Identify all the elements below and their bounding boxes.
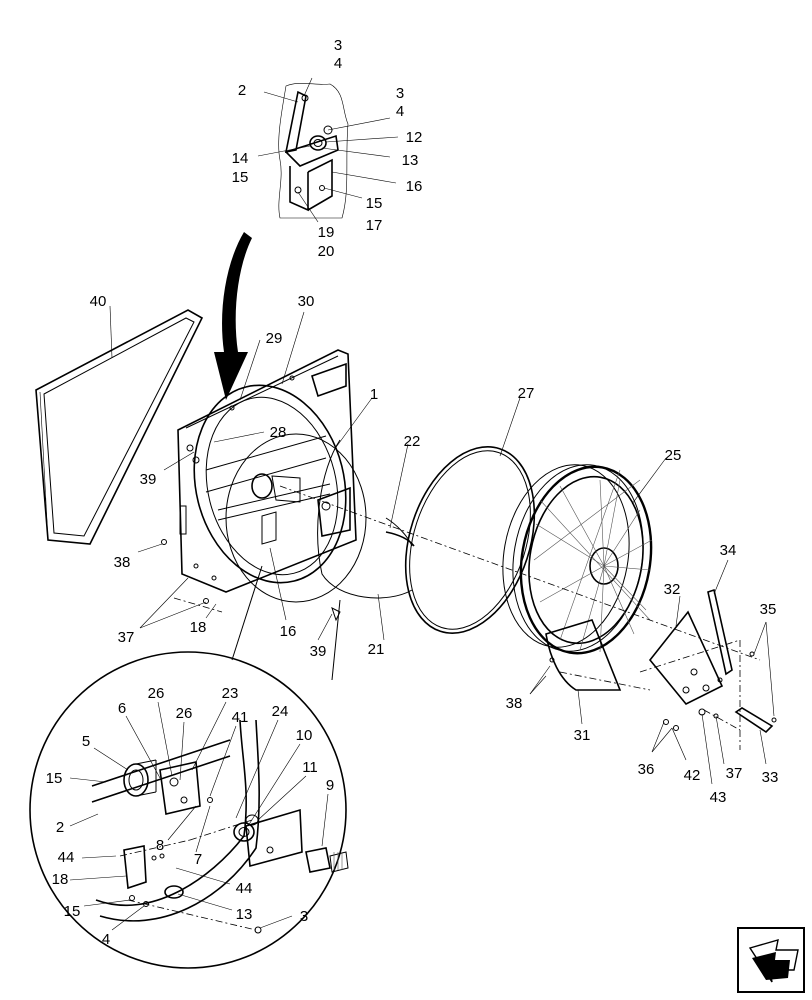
callout-8: 8 (156, 837, 164, 854)
callout-28: 28 (270, 424, 287, 441)
callout-29: 29 (266, 330, 283, 347)
detail-enlargement (29, 565, 349, 969)
view-direction-icon (737, 927, 805, 993)
callout-31: 31 (574, 727, 591, 744)
shroud-plate (177, 349, 357, 593)
callout-4-detail: 4 (102, 931, 110, 948)
flow-arrow-icon (214, 232, 252, 400)
callout-27: 27 (518, 385, 535, 402)
callout-37: 37 (118, 629, 135, 646)
callout-top-17: 17 (366, 217, 383, 234)
callout-18-detail: 18 (52, 871, 69, 888)
callout-1: 1 (370, 386, 378, 403)
callout-33: 33 (762, 769, 779, 786)
callout-5: 5 (82, 733, 90, 750)
callout-top-3b: 3 (396, 85, 404, 102)
detail-leaders (69, 701, 329, 931)
callout-41: 41 (232, 709, 249, 726)
callout-7: 7 (194, 851, 202, 868)
main-leaders (109, 305, 775, 785)
callout-25: 25 (665, 447, 682, 464)
screen-panel (35, 309, 204, 545)
callout-39: 39 (140, 471, 157, 488)
callout-23: 23 (222, 685, 239, 702)
callout-top-3: 3 (334, 37, 342, 54)
callout-18: 18 (190, 619, 207, 636)
callout-21: 21 (368, 641, 385, 658)
mount-plate (648, 610, 724, 706)
callout-26: 26 (148, 685, 165, 702)
callout-38b: 38 (506, 695, 523, 712)
callout-37b: 37 (726, 765, 743, 782)
seal-ring (404, 446, 536, 634)
callout-24: 24 (272, 703, 289, 720)
callout-11: 11 (302, 759, 318, 776)
callout-44b: 44 (236, 880, 253, 897)
callout-44: 44 (58, 849, 75, 866)
callout-10: 10 (296, 727, 313, 744)
callout-top-2: 2 (238, 82, 246, 99)
callout-3-detail: 3 (300, 908, 308, 925)
callout-16: 16 (280, 623, 297, 640)
callout-6: 6 (118, 700, 126, 717)
callout-top-19: 19 (318, 224, 335, 241)
callout-labels: 3 4 2 3 4 12 14 15 13 16 15 17 19 20 40 … (46, 37, 779, 948)
callout-top-20: 20 (318, 243, 335, 260)
callout-26b: 26 (176, 705, 193, 722)
callout-15b-detail: 15 (64, 903, 81, 920)
callout-top-14: 14 (232, 150, 249, 167)
callout-34: 34 (720, 542, 737, 559)
callout-22: 22 (404, 433, 421, 450)
center-lines (173, 485, 761, 750)
callout-top-15: 15 (232, 169, 249, 186)
callout-36: 36 (638, 761, 655, 778)
callout-30: 30 (298, 293, 315, 310)
callout-15-detail: 15 (46, 770, 63, 787)
duct-tube (317, 439, 415, 599)
strip-upper (707, 588, 733, 676)
callout-42: 42 (684, 767, 701, 784)
callout-top-4: 4 (334, 55, 342, 72)
callout-top-13: 13 (402, 152, 419, 169)
top-detail-leaders (257, 77, 399, 223)
callout-9: 9 (326, 777, 334, 794)
callout-top-12: 12 (406, 129, 423, 146)
detail-circle-small (225, 433, 367, 603)
callout-top-4b: 4 (396, 103, 404, 120)
callout-43: 43 (710, 789, 727, 806)
callout-38: 38 (114, 554, 131, 571)
top-bracket-detail (278, 82, 349, 219)
callout-top-16: 16 (406, 178, 423, 195)
callout-2-detail: 2 (56, 819, 64, 836)
callout-35: 35 (760, 601, 777, 618)
strip-lower (734, 707, 774, 734)
fan-bracket (545, 619, 622, 691)
callout-13-detail: 13 (236, 906, 253, 923)
callout-32: 32 (664, 581, 681, 598)
callout-40: 40 (90, 293, 107, 310)
callout-39b: 39 (310, 643, 327, 660)
fan-assembly (502, 464, 653, 655)
callout-top-15b: 15 (366, 195, 383, 212)
